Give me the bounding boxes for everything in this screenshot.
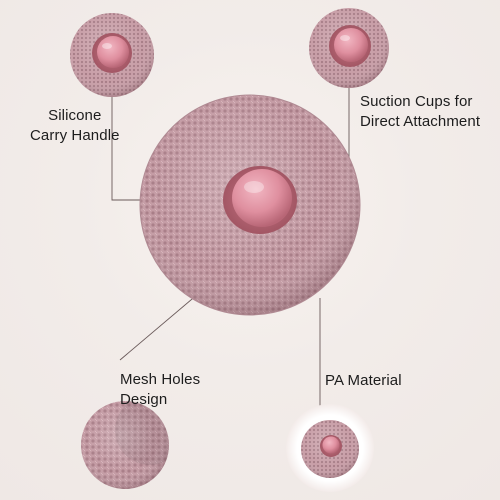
pa-material-label: PA Material: [325, 371, 402, 391]
suction-cups-label: Suction Cups for Direct Attachment: [360, 92, 480, 132]
main-handle-cup: [232, 169, 292, 227]
suction-cups-label-line2: Direct Attachment: [360, 113, 481, 130]
pa-material-label-line1: PA Material: [325, 372, 402, 389]
suction-cup-detail: [309, 8, 389, 88]
silicone-handle-label-line2: Carry Handle: [30, 127, 120, 144]
main-sponge: [139, 94, 361, 316]
pa-material-detail: [286, 404, 374, 492]
suction-cups-label-line1: Suction Cups for: [360, 93, 473, 110]
mesh-holes-label-line2: Design: [120, 391, 168, 408]
silicone-handle-label: Silicone Carry Handle: [30, 106, 120, 146]
silicone-handle-detail: [70, 13, 154, 97]
mesh-holes-label-line1: Mesh Holes: [120, 371, 201, 388]
silicone-handle-label-line1: Silicone: [48, 107, 102, 124]
mesh-holes-label: Mesh Holes Design: [120, 370, 200, 410]
